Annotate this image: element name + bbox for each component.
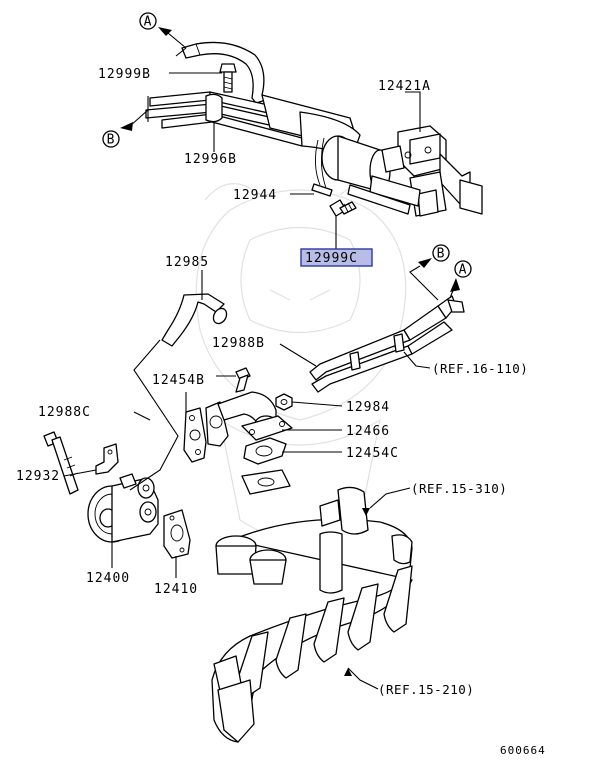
gasket-12454c[interactable] xyxy=(243,437,287,465)
marker-b-left[interactable]: B xyxy=(102,96,149,148)
nut-12984[interactable] xyxy=(275,393,293,411)
bolt-12999c[interactable] xyxy=(329,199,357,217)
reference-labels: (REF.16-110) (REF.15-310) (REF.15-210) xyxy=(378,361,528,697)
label-12996b[interactable]: 12996B xyxy=(184,152,237,167)
marker-b-label: B xyxy=(107,133,116,148)
diagram-id: 600664 xyxy=(500,744,546,757)
leader-lines xyxy=(63,72,431,690)
label-12932[interactable]: 12932 xyxy=(16,469,60,484)
label-12999b[interactable]: 12999B xyxy=(98,67,151,82)
marker-a-top[interactable]: A xyxy=(139,12,187,57)
bolt-12988b[interactable] xyxy=(235,367,251,393)
part-labels: 12999B 12421A 12996B 12944 12999C 12985 … xyxy=(16,67,431,597)
marker-b-right-label: B xyxy=(437,247,446,262)
bracket-12932[interactable] xyxy=(95,443,119,475)
vacuum-hose-assembly[interactable] xyxy=(145,41,483,217)
label-12985[interactable]: 12985 xyxy=(165,255,209,270)
ref-15-310[interactable]: (REF.15-310) xyxy=(411,481,507,496)
bolt-12999b[interactable] xyxy=(219,63,237,93)
vacuum-pipe-right[interactable] xyxy=(309,295,465,393)
label-12421a[interactable]: 12421A xyxy=(378,79,431,94)
label-12410[interactable]: 12410 xyxy=(154,582,198,597)
manifold-flange[interactable] xyxy=(241,469,291,495)
label-12466[interactable]: 12466 xyxy=(346,424,390,439)
marker-a-right[interactable]: A xyxy=(449,260,472,299)
label-12454b[interactable]: 12454B xyxy=(152,373,205,388)
hose-12985[interactable] xyxy=(161,293,229,347)
marker-a-label: A xyxy=(144,15,153,30)
label-12999c[interactable]: 12999C xyxy=(305,251,358,266)
label-12988c[interactable]: 12988C xyxy=(38,405,91,420)
egr-pipe-assembly[interactable] xyxy=(183,391,293,463)
bolt-12988c[interactable] xyxy=(43,431,79,495)
gasket-12410[interactable] xyxy=(163,509,191,559)
label-12400[interactable]: 12400 xyxy=(86,571,130,586)
egr-valve-12400[interactable] xyxy=(87,473,159,543)
marker-b-right[interactable]: B xyxy=(409,244,450,301)
label-12988b[interactable]: 12988B xyxy=(212,336,265,351)
marker-a-right-label: A xyxy=(459,263,468,278)
label-12984[interactable]: 12984 xyxy=(346,400,390,415)
intake-manifold[interactable] xyxy=(211,486,413,743)
label-12454c[interactable]: 12454C xyxy=(346,446,399,461)
ref-16-110[interactable]: (REF.16-110) xyxy=(432,361,528,376)
label-12944[interactable]: 12944 xyxy=(233,188,277,203)
highlight-12999c xyxy=(300,248,373,267)
ref-15-210[interactable]: (REF.15-210) xyxy=(378,682,474,697)
